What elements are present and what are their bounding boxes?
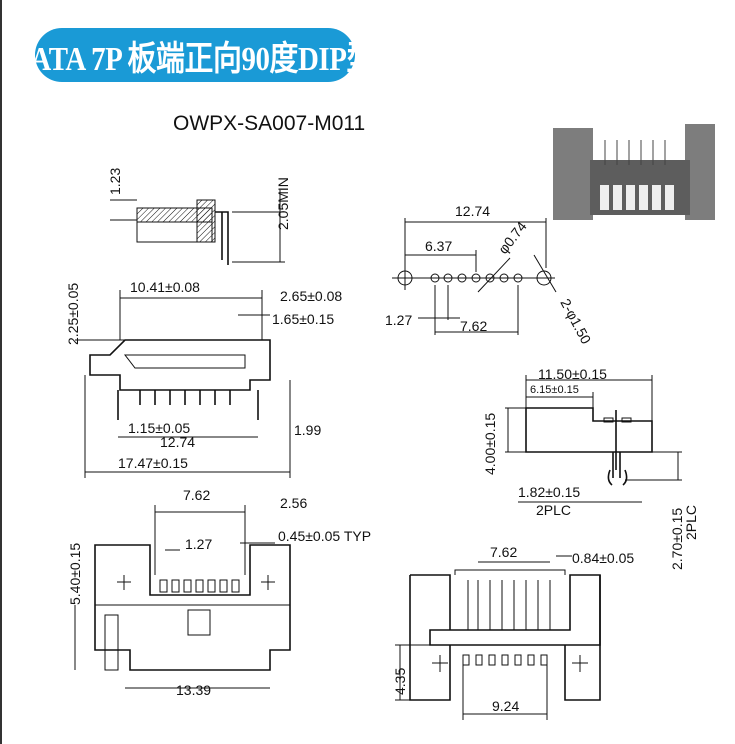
dim-17-47: 17.47±0.15 [118,455,188,471]
dim-1-27-pcb: 1.27 [385,312,412,328]
dim-1-15: 1.15±0.05 [128,420,190,436]
dim-2-65: 2.65±0.08 [280,288,342,304]
side-view-right: 11.50±0.15 6.15±0.15 4.00±0.15 1.82±0.15… [482,366,699,570]
dim-13-39: 13.39 [176,682,211,698]
side-view: 1.23 2.05MIN [107,168,291,265]
dim-7-62-pcb: 7.62 [460,318,487,334]
dim-2-05min: 2.05MIN [275,177,291,230]
dim-7-62: 7.62 [183,487,210,503]
dim-2-phi-1-50: 2-φ1.50 [557,296,594,347]
front-view: 7.62 2.56 1.27 0.45±0.05 TYP 5.40±0.15 1… [67,487,371,698]
title-banner: SATA 7P 板端正向90度DIP型 [15,28,376,82]
page-title: SATA 7P 板端正向90度DIP型 [14,40,376,78]
top-view: 2.25±0.05 10.41±0.08 2.65±0.08 1.65±0.15… [65,279,342,478]
dim-4-35: 4.35 [392,668,408,695]
dim-0-45-typ: 0.45±0.05 TYP [278,528,371,544]
dim-6-15: 6.15±0.15 [530,384,579,396]
dim-9-24: 9.24 [492,698,519,714]
dim-2-25: 2.25±0.05 [65,283,81,345]
dim-1-82: 1.82±0.15 [518,484,580,500]
dim-2-56: 2.56 [280,495,307,511]
label-2plc-vertical: 2PLC [683,505,699,540]
dim-phi-0-74: φ0.74 [495,218,530,257]
model-number: OWPX-SA007-M011 [173,112,366,135]
product-photo [553,124,715,220]
page-border [0,0,2,744]
dim-10-41: 10.41±0.08 [130,279,200,295]
label-2plc: 2PLC [536,502,571,518]
dim-1-65: 1.65±0.15 [272,311,334,327]
dim-1-27: 1.27 [185,536,212,552]
dim-1-99: 1.99 [294,422,321,438]
dim-0-84: 0.84±0.05 [572,550,634,566]
dim-12-74-pcb: 12.74 [455,203,490,219]
dim-7-62-bottom: 7.62 [490,544,517,560]
dim-12-74: 12.74 [160,434,195,450]
dim-2-70: 2.70±0.15 [669,508,685,570]
dim-4-00: 4.00±0.15 [482,413,498,475]
dim-5-40: 5.40±0.15 [67,543,83,605]
dim-6-37: 6.37 [425,238,452,254]
pcb-layout: 12.74 6.37 φ0.74 1.27 7.62 2-φ1.50 [385,203,594,347]
dim-1-23: 1.23 [107,168,123,195]
dim-11-50: 11.50±0.15 [538,366,607,382]
bottom-view: 7.62 0.84±0.05 4.35 9.24 [392,544,634,720]
